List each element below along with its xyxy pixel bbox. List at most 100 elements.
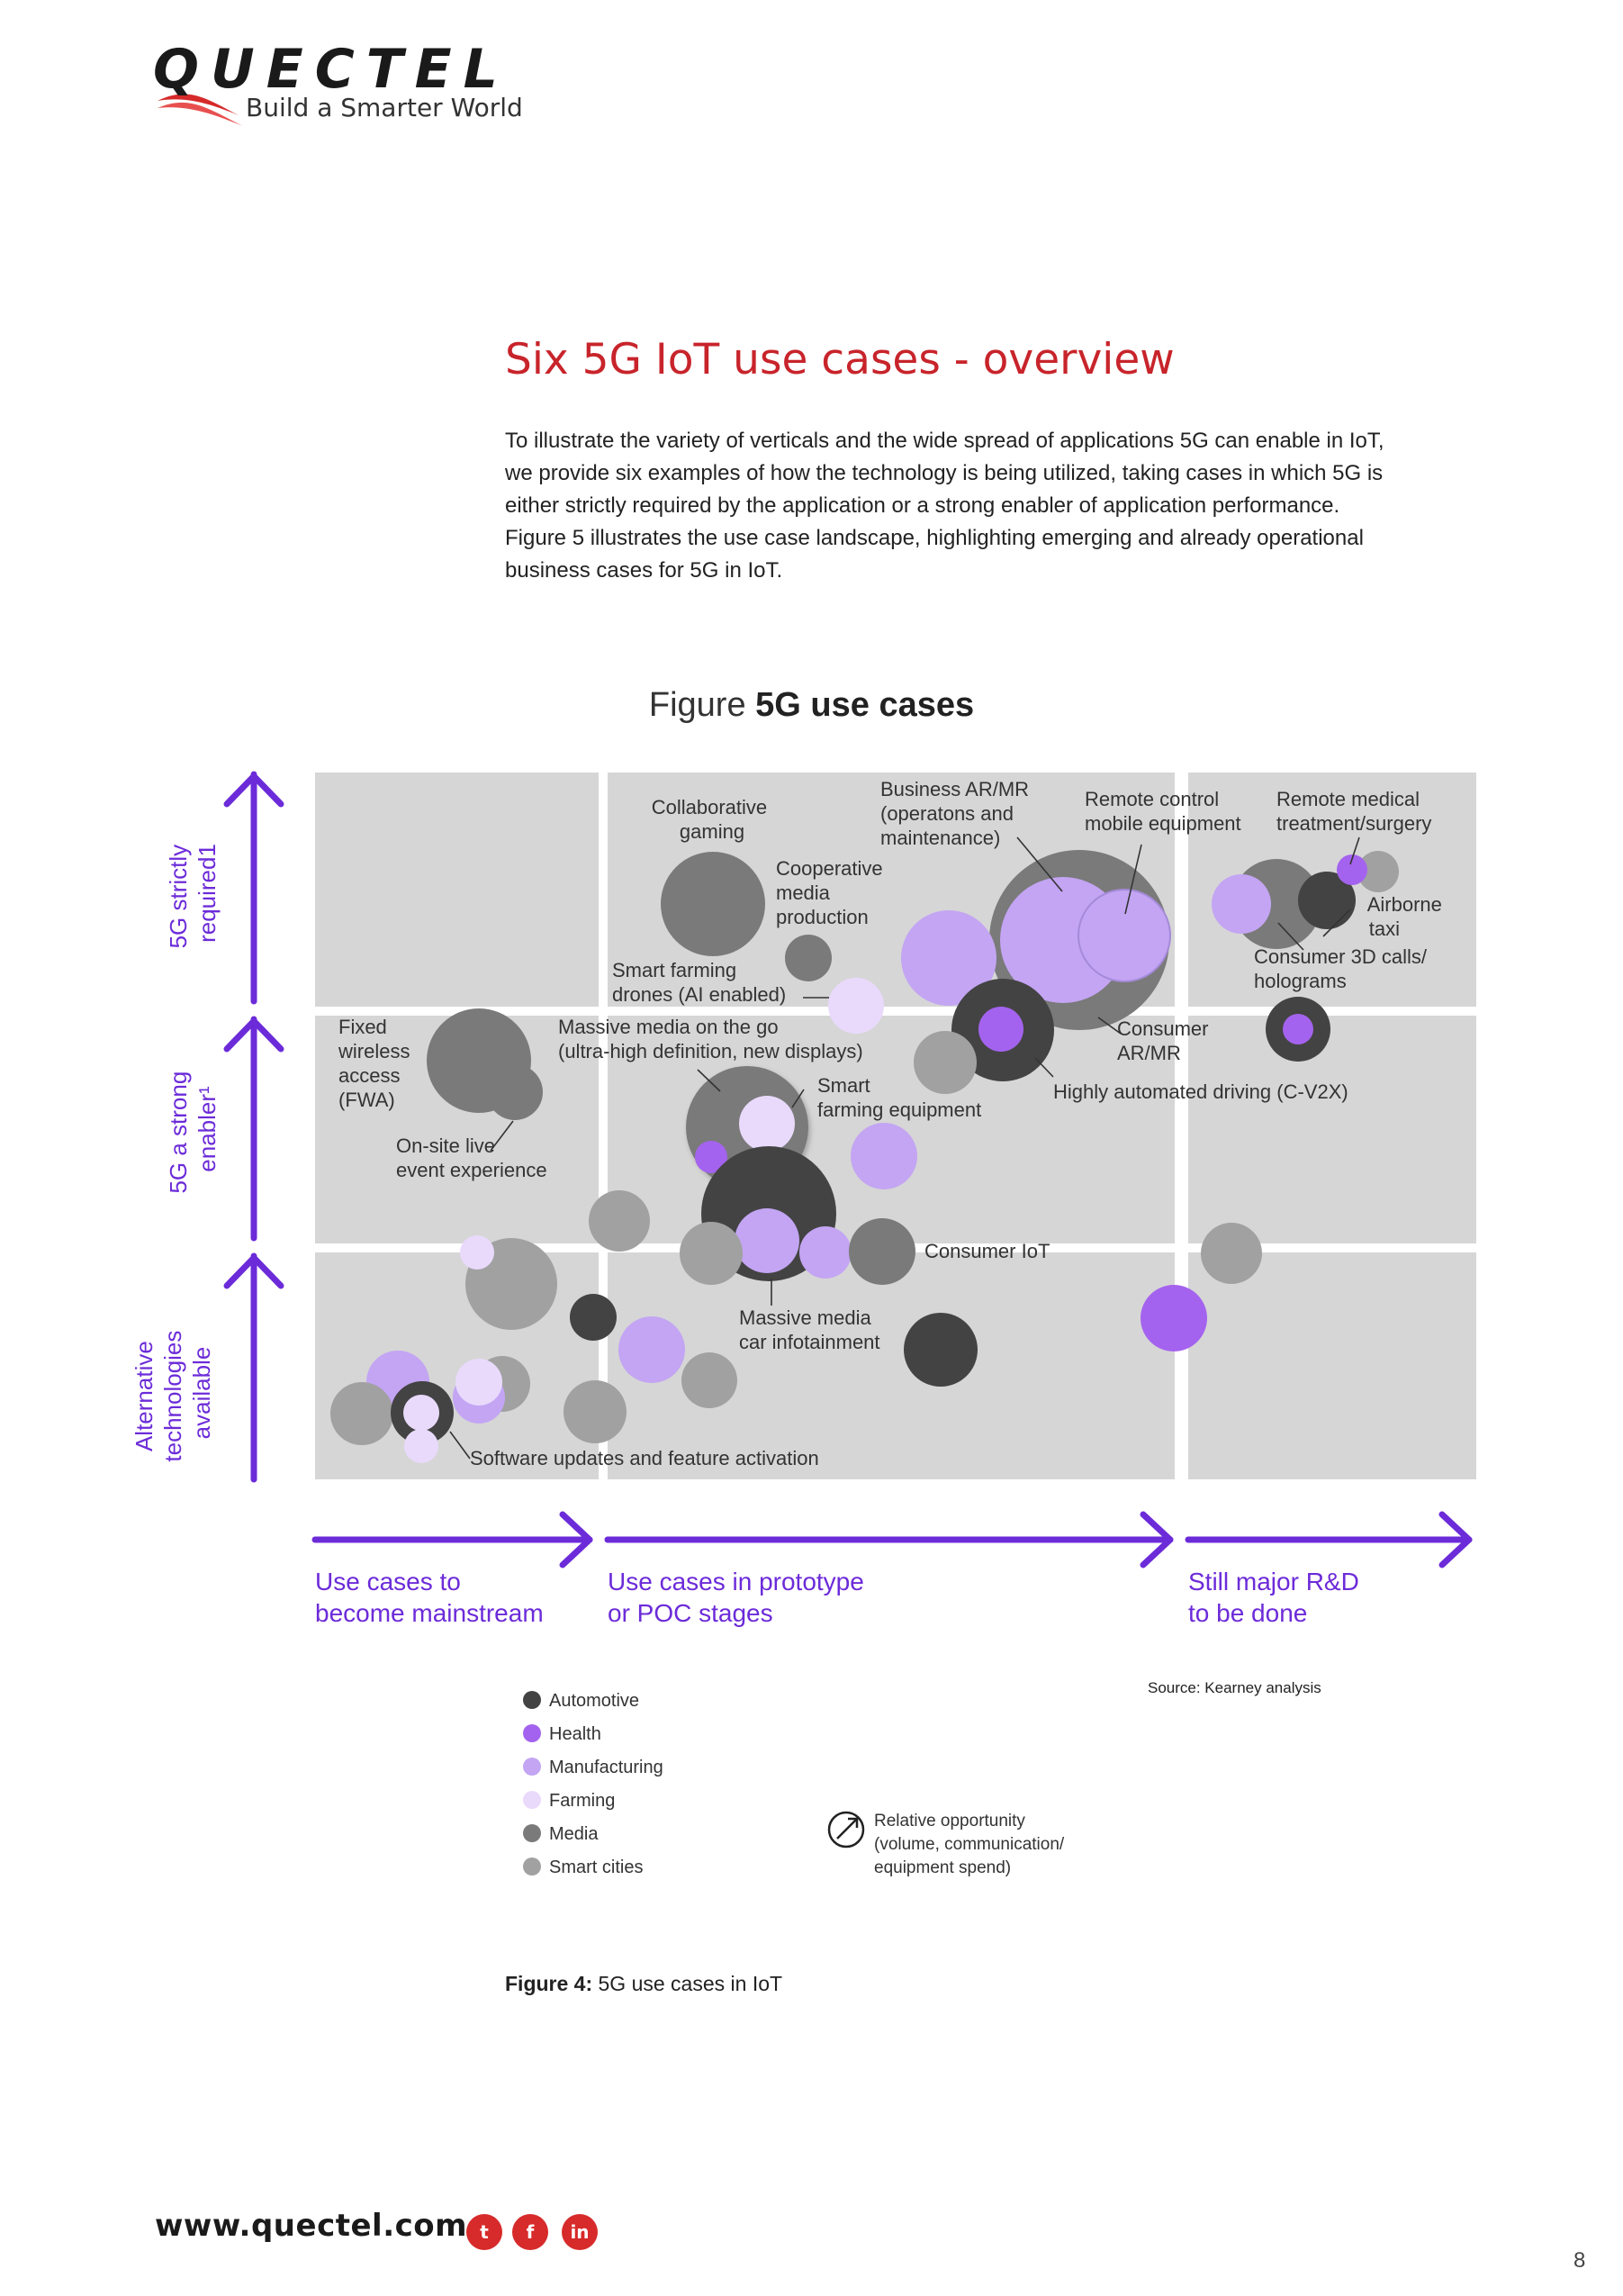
y-label-line: enabler¹ [194,1086,221,1172]
logo-tagline: Build a Smarter World [246,93,523,122]
label-consumer-armr: Consumer AR/MR [1117,1017,1214,1064]
label-consumer-3d: Consumer 3D calls/ holograms [1254,945,1432,992]
legend-label-media: Media [549,1824,599,1844]
label-remote-control: Remote control mobile equipment [1085,788,1241,835]
y-axis-arrowhead-bottom [223,1254,284,1289]
x-label-prototype: Use cases in prototype or POC stages [608,1568,871,1627]
x-label-line: become mainstream [315,1599,544,1627]
label-line: (FWA) [338,1089,395,1111]
label-line: access [338,1064,400,1087]
label-line: Massive media [739,1306,871,1329]
label-business-armr: Business AR/MR (operatons and maintenanc… [880,778,1034,849]
x-axis-arrowhead-2 [1140,1511,1174,1568]
label-line: gaming [680,820,744,843]
label-line: Smart [817,1074,870,1097]
footer-website-link[interactable]: www.quectel.com [155,2208,468,2244]
label-remote-medical: Remote medical treatment/surgery [1276,788,1431,835]
leader-line [1034,1057,1054,1078]
label-line: Consumer [1117,1017,1208,1040]
bubble-media [849,1218,915,1285]
label-smart-farming-equipment: Smart farming equipment [817,1074,981,1121]
panel-r3c3 [1188,1252,1476,1479]
bubble-health [1283,1014,1313,1044]
bubble-smart-cities [681,1352,737,1408]
y-label-line: 5G strictly [165,845,192,949]
label-line: Consumer IoT [924,1240,1050,1262]
label-line: Cooperative [776,857,883,880]
relative-opportunity-icon [827,1811,865,1849]
bubble-manufacturing [1212,874,1271,934]
bubble-health [1141,1285,1207,1351]
legend-label-smart-cities: Smart cities [549,1858,643,1877]
figure-title-prefix: Figure [648,686,756,724]
legend: Automotive Health Manufacturing Farming … [523,1691,663,1877]
label-line: Collaborative [652,796,767,818]
label-software-updates: Software updates and feature activation [470,1447,819,1469]
y-label-line: required1 [194,844,221,943]
label-line: production [776,906,869,928]
label-line: Consumer 3D calls/ [1254,945,1428,968]
bubble-farming [828,978,884,1034]
x-label-mainstream: Use cases to become mainstream [315,1568,544,1627]
bubble-smart-cities [589,1190,650,1252]
label-line: Airborne [1367,893,1442,916]
bubble-health [695,1141,727,1173]
y-label-line: Alternative [131,1341,158,1451]
label-consumer-iot: Consumer IoT [924,1240,1050,1262]
x-label-line: to be done [1188,1599,1307,1627]
twitter-icon[interactable]: t [466,2214,502,2250]
panel-r2c3 [1188,1016,1476,1243]
y-axis-arrowhead-top [223,773,284,808]
label-line: holograms [1254,970,1347,992]
label-smart-farming-drones: Smart farming drones (AI enabled) [612,959,786,1006]
logo-wordmark: QUECTEL [153,38,509,101]
y-label-alternative-technologies: Alternative technologies available [131,1324,215,1461]
label-line: Remote control [1085,788,1219,810]
relative-opportunity-line: equipment spend) [874,1858,1011,1877]
leader-line [1097,1017,1122,1035]
quectel-logo [153,36,585,135]
figure-title: Figure 5G use cases [0,686,1623,725]
linkedin-icon[interactable]: in [562,2214,598,2250]
label-massive-media-car: Massive media car infotainment [739,1306,880,1353]
y-label-line: available [188,1347,215,1440]
bubble-smart-cities [1201,1223,1262,1284]
bubble-health [978,1007,1023,1052]
logo-swoosh-icon [158,94,243,126]
label-line: Business AR/MR [880,778,1029,800]
bubble-smart-cities [680,1222,743,1285]
page-number: 8 [1573,2248,1586,2273]
y-label-strong-enabler: 5G a strong enabler¹ [165,1064,221,1193]
label-fwa: Fixed wireless access (FWA) [338,1016,416,1111]
label-line: On-site live [396,1134,495,1157]
leader-line [449,1431,471,1460]
leader-line [1349,836,1360,865]
label-line: drones (AI enabled) [612,983,786,1006]
bubble-farming [739,1096,795,1152]
bubble-farming [403,1395,439,1431]
relative-opportunity-line: Relative opportunity [874,1812,1025,1830]
label-onsite-live: On-site live event experience [396,1134,547,1181]
legend-label-health: Health [549,1724,601,1744]
leader-line [1124,844,1142,915]
intro-line: Figure 5 illustrates the use case landsc… [505,526,1364,550]
legend-swatch-automotive [523,1691,541,1709]
relative-opportunity-line: (volume, communication/ [874,1835,1065,1854]
label-line: (ultra-high definition, new displays) [558,1040,863,1062]
relative-opportunity-text: Relative opportunity (volume, communicat… [874,1812,1068,1877]
caption-text: 5G use cases in IoT [592,1972,783,1995]
bubble-manufacturing [799,1226,852,1279]
intro-line: business cases for 5G in IoT. [505,558,783,583]
legend-label-farming: Farming [549,1791,615,1811]
leader-line [697,1069,721,1092]
bubble-farming [460,1235,494,1270]
label-airborne-taxi: Airborne taxi [1367,893,1447,940]
intro-line: we provide six examples of how the techn… [505,461,1384,485]
leader-lines [449,836,1360,1460]
bubble-smart-cities [330,1382,393,1445]
bubble-manufacturing [735,1208,799,1273]
facebook-icon[interactable]: f [512,2214,548,2250]
label-line: (operatons and [880,802,1014,825]
label-line: Smart farming [612,959,736,981]
leader-line [1277,922,1304,951]
